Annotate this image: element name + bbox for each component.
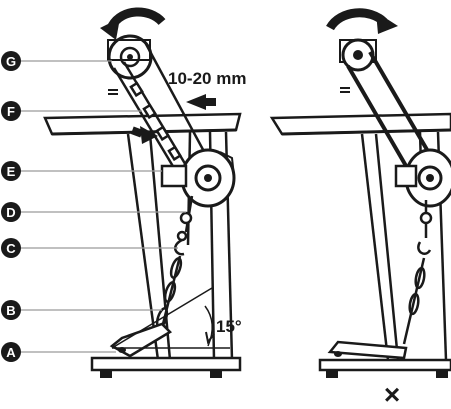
stand-base-right [318, 358, 451, 378]
callout-d-label: D [6, 205, 15, 220]
pinch-arrow-icon [130, 94, 216, 144]
callout-c: C [1, 238, 21, 258]
treadle-chain-right [402, 257, 426, 345]
rotation-arrow-head [100, 18, 120, 40]
motor [160, 148, 236, 208]
callout-a: A [1, 342, 21, 362]
pulley-mark [108, 89, 118, 95]
callout-e: E [1, 161, 21, 181]
callout-e-label: E [7, 164, 16, 179]
callout-leaders [20, 60, 186, 353]
pitman-rod [174, 195, 194, 256]
angle-guide [111, 287, 230, 349]
treadle-right [327, 340, 408, 360]
angle-label: 15° [216, 317, 242, 336]
callout-g-label: G [6, 54, 16, 69]
callout-b-label: B [6, 303, 15, 318]
callout-b: B [1, 300, 21, 320]
rotation-arrow-head-right [376, 12, 398, 34]
cross-mark-icon: × [384, 379, 400, 409]
callout-a-label: A [6, 345, 16, 360]
correct-installation-view: G F E D C B A 10-20 mm 15° [1, 7, 246, 378]
callout-f: F [1, 101, 21, 121]
stand-base [90, 356, 242, 378]
treadle-chain [155, 255, 183, 337]
pulley-mark-right [340, 87, 350, 93]
treadle [109, 322, 173, 358]
callout-g: G [1, 51, 21, 71]
gap-label: 10-20 mm [168, 69, 246, 88]
wrong-installation-view: × [269, 8, 451, 409]
callout-c-label: C [6, 241, 16, 256]
pitman-rod-right [417, 200, 433, 255]
callout-f-label: F [7, 104, 15, 119]
rotation-arrow-icon-right [326, 8, 388, 31]
table-top-right [269, 112, 451, 136]
callout-d: D [1, 202, 21, 222]
motor-right [394, 148, 451, 208]
